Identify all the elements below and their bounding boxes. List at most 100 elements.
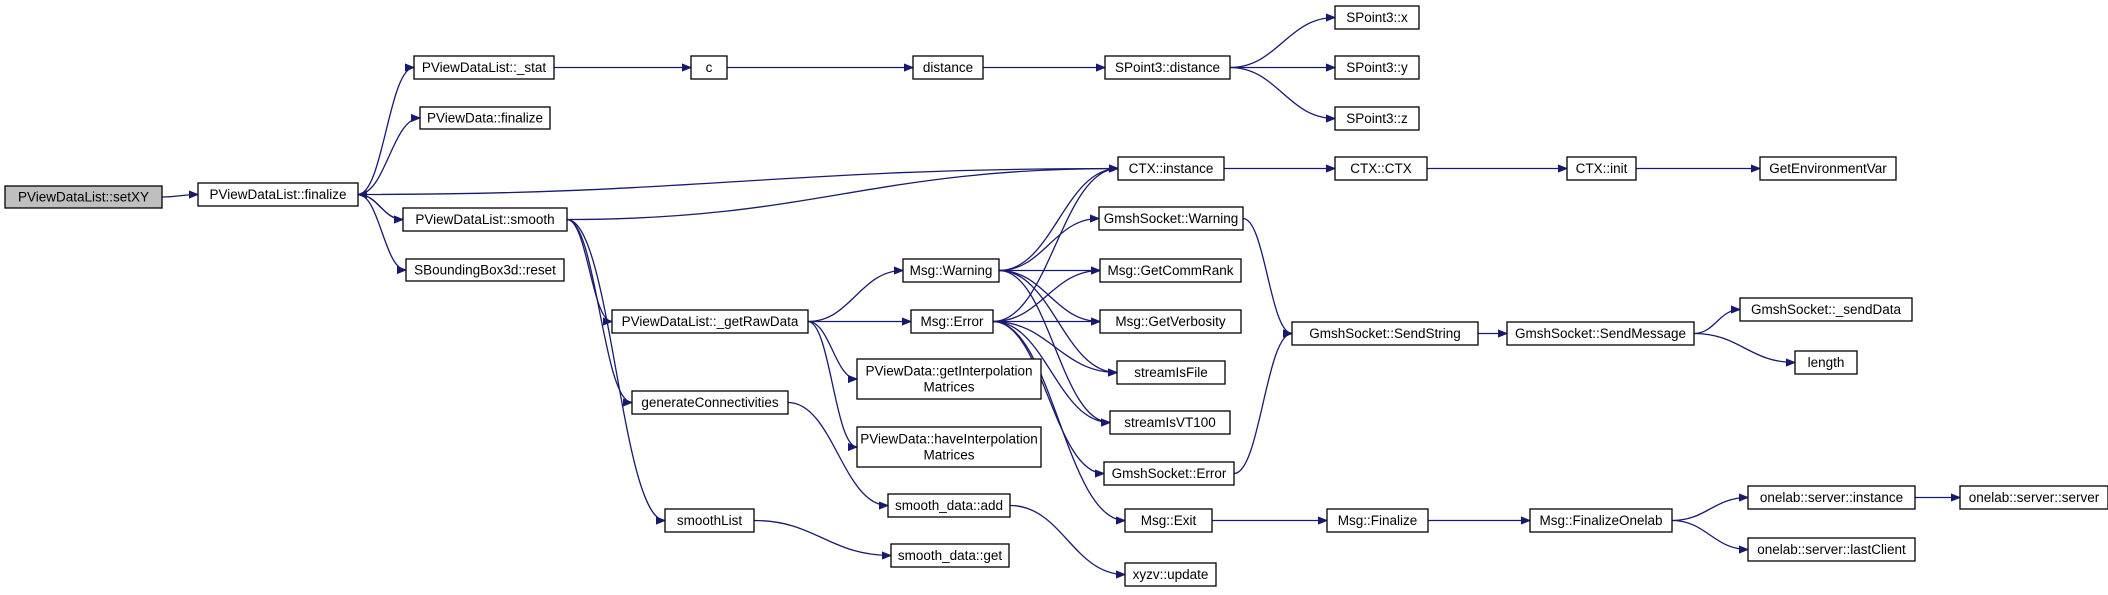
node-sd-get[interactable]: smooth_data::get bbox=[890, 543, 1010, 568]
node-box bbox=[1326, 508, 1429, 533]
edge-sp-distance-to-sp-x bbox=[1229, 18, 1335, 69]
node-label: PViewDataList::finalize bbox=[209, 187, 346, 202]
node-box bbox=[1747, 537, 1916, 562]
node-label: Msg::Error bbox=[920, 314, 984, 329]
node-smooth[interactable]: PViewDataList::smooth bbox=[402, 207, 568, 232]
node-sp-distance[interactable]: SPoint3::distance bbox=[1104, 55, 1231, 80]
node-smoothlist[interactable]: smoothList bbox=[664, 508, 755, 533]
node-ctx-init[interactable]: CTX::init bbox=[1566, 156, 1637, 181]
edge-gs-warning-to-gs-sendstring bbox=[1242, 217, 1293, 334]
node-label: SPoint3::x bbox=[1346, 10, 1408, 25]
node-finalize[interactable]: PViewDataList::finalize bbox=[197, 182, 359, 207]
node-xyzv-update[interactable]: xyzv::update bbox=[1124, 562, 1217, 587]
node-label: GmshSocket::_sendData bbox=[1751, 302, 1902, 317]
edge-smooth-to-getraw bbox=[566, 218, 613, 322]
node-msg-finalizeonelab[interactable]: Msg::FinalizeOnelab bbox=[1529, 508, 1673, 533]
node-setXY[interactable]: PViewDataList::setXY bbox=[4, 185, 163, 209]
node-label: PViewDataList::_stat bbox=[422, 60, 547, 75]
node-gs-senddata[interactable]: GmshSocket::_sendData bbox=[1739, 297, 1913, 322]
node-getenv[interactable]: GetEnvironmentVar bbox=[1759, 156, 1897, 181]
node-getraw[interactable]: PViewDataList::_getRawData bbox=[611, 309, 809, 334]
node-distance[interactable]: distance bbox=[912, 55, 984, 80]
edge-getraw-to-getinterp bbox=[807, 320, 858, 380]
node-box bbox=[1759, 156, 1897, 181]
node-box bbox=[1099, 309, 1242, 334]
node-label: smooth_data::get bbox=[898, 548, 1003, 563]
node-box bbox=[890, 543, 1010, 568]
node-streamisvt[interactable]: streamIsVT100 bbox=[1109, 410, 1231, 435]
node-box bbox=[1098, 206, 1244, 231]
node-box bbox=[611, 309, 809, 334]
node-box bbox=[1506, 321, 1695, 346]
node-gs-error[interactable]: GmshSocket::Error bbox=[1103, 461, 1235, 486]
node-stat[interactable]: PViewDataList::_stat bbox=[413, 55, 555, 80]
node-label: GmshSocket::Error bbox=[1112, 466, 1227, 481]
node-box bbox=[1566, 156, 1637, 181]
edge-msg-error-to-streamisvt bbox=[992, 320, 1110, 423]
node-ol-instance[interactable]: onelab::server::instance bbox=[1747, 485, 1916, 510]
node-gs-sendmessage[interactable]: GmshSocket::SendMessage bbox=[1506, 321, 1695, 346]
node-box bbox=[1739, 297, 1913, 322]
edge-msg-warning-to-gs-warning bbox=[998, 219, 1099, 272]
edge-smooth-to-genconn bbox=[566, 218, 633, 403]
node-box bbox=[1103, 461, 1235, 486]
node-box bbox=[405, 258, 565, 282]
node-label: distance bbox=[923, 60, 973, 75]
node-label: Msg::GetVerbosity bbox=[1115, 314, 1226, 329]
node-box bbox=[1124, 562, 1217, 587]
node-msg-error[interactable]: Msg::Error bbox=[910, 309, 994, 334]
node-label: PViewData::finalize bbox=[427, 111, 543, 126]
node-ol-server[interactable]: onelab::server::server bbox=[1959, 485, 2108, 510]
node-label: streamIsVT100 bbox=[1124, 415, 1216, 430]
node-label: CTX::init bbox=[1576, 161, 1628, 176]
node-label: length bbox=[1808, 355, 1845, 370]
node-streamisfile[interactable]: streamIsFile bbox=[1116, 360, 1226, 385]
edge-getraw-to-haveinterp bbox=[807, 320, 858, 448]
node-ol-lastclient[interactable]: onelab::server::lastClient bbox=[1747, 537, 1916, 562]
node-box bbox=[856, 358, 1042, 400]
edge-msg-finalizeonelab-to-ol-instance bbox=[1671, 498, 1748, 522]
node-label: SPoint3::y bbox=[1346, 60, 1408, 75]
node-ctx-ctx[interactable]: CTX::CTX bbox=[1334, 156, 1428, 181]
node-gs-warning[interactable]: GmshSocket::Warning bbox=[1098, 206, 1244, 231]
node-msg-verbosity[interactable]: Msg::GetVerbosity bbox=[1099, 309, 1242, 334]
node-gs-sendstring[interactable]: GmshSocket::SendString bbox=[1291, 321, 1479, 346]
node-sp-z[interactable]: SPoint3::z bbox=[1334, 106, 1420, 131]
edge-msg-finalizeonelab-to-ol-lastclient bbox=[1671, 519, 1748, 550]
node-sp-y[interactable]: SPoint3::y bbox=[1334, 55, 1420, 80]
node-label: smoothList bbox=[677, 513, 743, 528]
node-box bbox=[1959, 485, 2108, 510]
node-sbb-reset[interactable]: SBoundingBox3d::reset bbox=[405, 258, 565, 282]
node-msg-commrank[interactable]: Msg::GetCommRank bbox=[1099, 258, 1242, 283]
node-label: PViewDataList::setXY bbox=[18, 190, 149, 205]
node-sp-x[interactable]: SPoint3::x bbox=[1334, 5, 1420, 30]
node-box bbox=[887, 493, 1011, 518]
node-c[interactable]: c bbox=[690, 55, 728, 80]
node-label: Matrices bbox=[923, 380, 974, 395]
node-label: Msg::GetCommRank bbox=[1107, 263, 1233, 278]
node-label: PViewData::getInterpolation bbox=[865, 364, 1032, 379]
node-label: Msg::Exit bbox=[1141, 513, 1197, 528]
node-genconn[interactable]: generateConnectivities bbox=[631, 390, 789, 415]
node-sd-add[interactable]: smooth_data::add bbox=[887, 493, 1011, 518]
edge-finalize-to-sbb-reset bbox=[357, 193, 407, 271]
node-box bbox=[912, 55, 984, 80]
node-box bbox=[856, 426, 1042, 468]
edge-finalize-to-pvd-finalize bbox=[357, 118, 421, 196]
node-pvd-finalize[interactable]: PViewData::finalize bbox=[419, 106, 551, 130]
node-length[interactable]: length bbox=[1794, 350, 1858, 375]
node-label: SPoint3::z bbox=[1346, 111, 1408, 126]
node-box bbox=[631, 390, 789, 415]
node-msg-exit[interactable]: Msg::Exit bbox=[1124, 508, 1213, 533]
node-box bbox=[902, 258, 1000, 283]
edge-smooth-to-ctx-instance bbox=[566, 169, 1118, 221]
edge-msg-error-to-msg-exit bbox=[992, 320, 1125, 521]
node-box bbox=[1334, 156, 1428, 181]
node-msg-finalize[interactable]: Msg::Finalize bbox=[1326, 508, 1429, 533]
node-msg-warning[interactable]: Msg::Warning bbox=[902, 258, 1000, 283]
edge-genconn-to-sd-add bbox=[787, 401, 888, 506]
node-ctx-instance[interactable]: CTX::instance bbox=[1117, 156, 1225, 181]
